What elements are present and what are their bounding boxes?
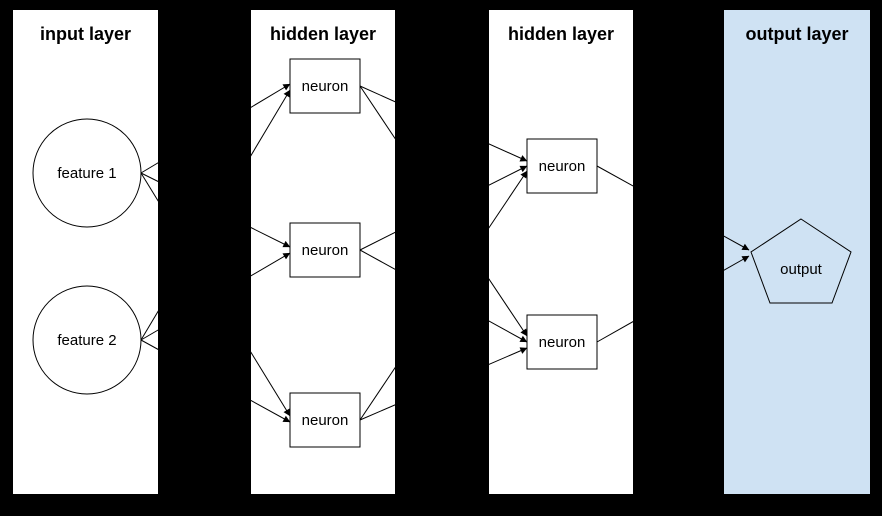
hidden-layer-1-title: hidden layer [269,24,377,44]
panel-hidden-layer-1: hidden layer [251,10,395,494]
panel-output-layer: output layer [724,10,870,494]
panel-input-layer: input layer [13,10,158,494]
connector-lines [140,83,750,423]
hidden-layer-2-title: hidden layer [507,24,615,44]
output-layer-title: output layer [745,24,849,44]
input-layer-title: input layer [39,24,132,44]
panel-hidden-layer-2: hidden layer [489,10,633,494]
